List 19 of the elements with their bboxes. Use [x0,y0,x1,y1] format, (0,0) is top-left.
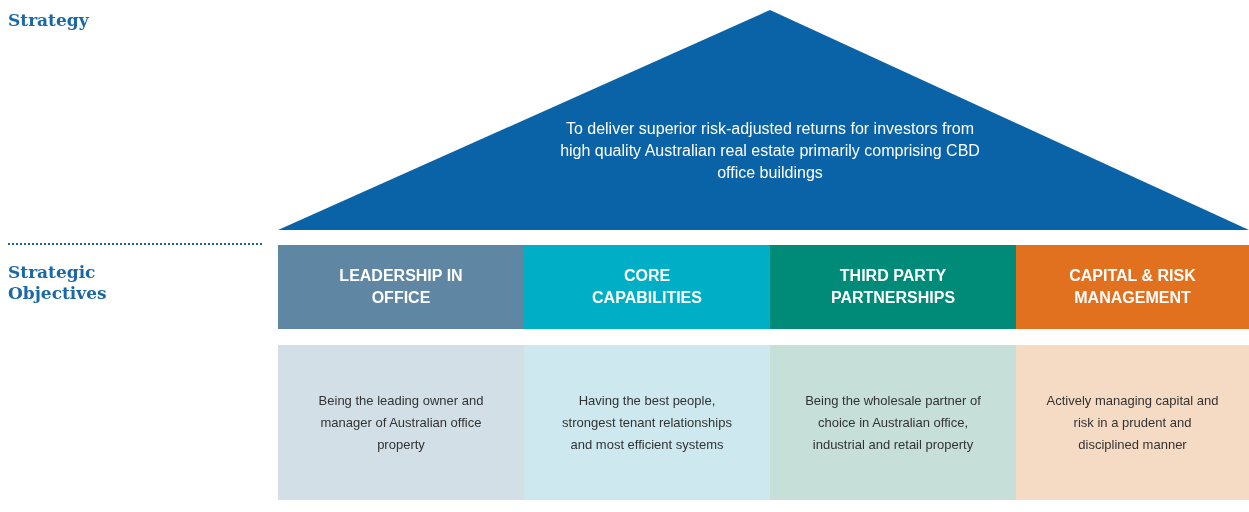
objective-panel [524,345,770,500]
objective-text: Being the wholesale partner of choice in Australian office, industrial and retail property [804,391,982,454]
objective-text: Actively managing capital and risk in a prudent and disciplined manner [1045,391,1220,454]
objective-text: Being the leading owner and manager of Australian office property [317,391,485,454]
pillar-title: CORE CAPABILITIES [591,266,703,308]
pillar-header [278,245,524,329]
objective-panel [770,345,1016,500]
objective-text: Having the best people, strongest tenant relationships and most efficient systems [561,391,733,454]
pillar-header [524,245,770,329]
pillar-title: LEADERSHIP IN OFFICE [338,266,464,308]
section-heading: Strategic Objectives [8,262,108,304]
objective-panel [1016,345,1249,500]
pillar-title: CAPITAL & RISK MANAGEMENT [1068,266,1197,308]
pillar-header [1016,245,1249,329]
objective-panel [278,345,524,500]
pillar-title: THIRD PARTY PARTNERSHIPS [829,266,957,308]
pillar-header [770,245,1016,329]
mission-text: To deliver superior risk-adjusted returns for investors from high quality Australian real estate primarily comprising CBD office buildings [559,119,981,183]
section-heading: Strategy [8,10,90,31]
